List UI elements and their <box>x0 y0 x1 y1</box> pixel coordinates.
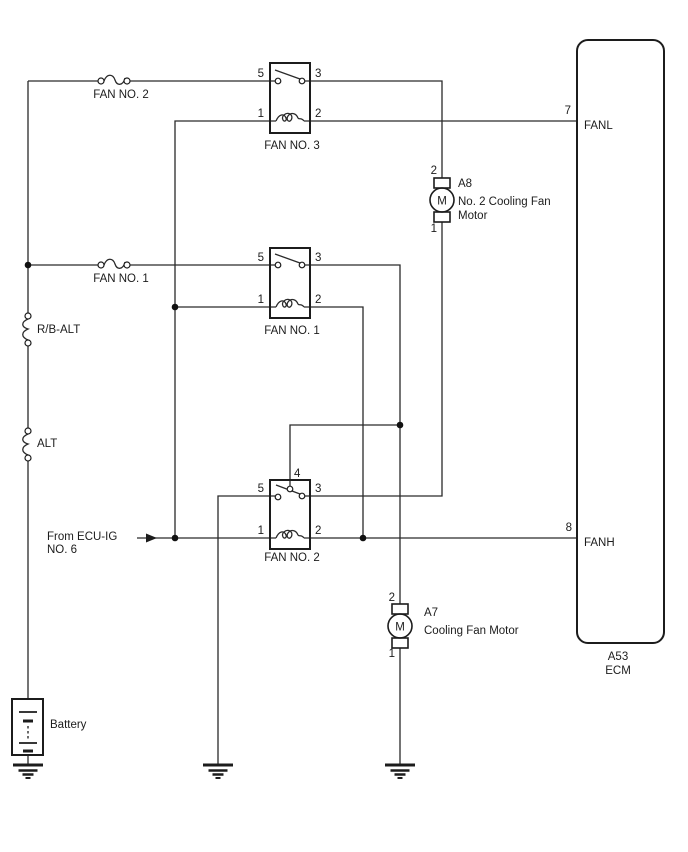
motor-pin-label: 1 <box>431 223 437 235</box>
motor-terminal <box>433 177 451 189</box>
ground-icon <box>203 763 233 779</box>
arrow-right-icon <box>146 533 157 543</box>
motor-a7: M 2 1 A7 Cooling Fan Motor <box>387 592 519 660</box>
wire-relay3-pin1-trunk <box>174 120 276 538</box>
relay-box <box>269 62 311 134</box>
fuse-icon <box>103 74 126 85</box>
motor-a8: M 2 1 A8 No. 2 Cooling Fan Motor <box>429 165 551 235</box>
wire-motor-a8-to-relay2-pin3 <box>305 222 443 497</box>
ground-icon <box>385 763 415 779</box>
fusible-link-label: R/B-ALT <box>37 324 80 336</box>
relay-box <box>269 479 311 550</box>
wires <box>27 80 577 764</box>
junction-dot <box>24 261 32 269</box>
relay-coil-icon <box>275 112 305 122</box>
fuse-label: FAN NO. 1 <box>93 273 149 285</box>
junction-dot <box>396 421 404 429</box>
motor-code: A8 <box>458 178 472 190</box>
relay-pin-label: 2 <box>315 525 321 537</box>
junction-dots <box>24 261 404 542</box>
wire-relay1-pin2-to-fanh <box>304 306 364 538</box>
motor-pin-label: 1 <box>389 648 395 660</box>
relay-pin-label: 5 <box>258 68 264 80</box>
motor-name-line1: No. 2 Cooling Fan <box>458 196 551 208</box>
motor-terminal <box>391 603 409 615</box>
relay-pin-label: 3 <box>315 483 321 495</box>
fuse-fan-no-2: FAN NO. 2 <box>93 74 149 101</box>
ecm-code: A53 <box>608 651 628 663</box>
ecm-a53: 7 FANL 8 FANH A53 ECM <box>565 39 665 677</box>
relay-pin-label: 1 <box>258 108 264 120</box>
relay-fan-no-1: 5 3 1 2 FAN NO. 1 <box>258 247 321 337</box>
motor-symbol: M <box>395 622 405 634</box>
motor-code: A7 <box>424 607 438 619</box>
fusible-link-alt: ALT <box>22 427 57 462</box>
motor-symbol: M <box>437 196 447 208</box>
relay-coil-icon <box>275 529 305 539</box>
junction-dot <box>171 303 179 311</box>
relay-pin-label: 5 <box>258 252 264 264</box>
relay-pin-label: 3 <box>315 68 321 80</box>
ecm-pin-label: FANL <box>584 120 613 132</box>
motor-name-line1: Cooling Fan Motor <box>424 625 519 637</box>
battery: Battery <box>11 698 87 756</box>
motor-pin-label: 2 <box>389 592 395 604</box>
relay-pin-label: 4 <box>294 468 301 480</box>
relay-pin-label: 5 <box>258 483 264 495</box>
ecu-ig-source: From ECU-IG NO. 6 <box>47 531 117 556</box>
wire-junction-to-relay2-pin4 <box>289 424 400 486</box>
relay-switch-arm <box>274 69 301 80</box>
relay-fan-no-2: 4 5 3 1 2 FAN NO. 2 <box>258 468 322 564</box>
motor-terminal <box>433 211 451 223</box>
battery-cells-icon <box>19 711 37 753</box>
relay-box <box>269 247 311 319</box>
fuse-icon <box>103 258 126 269</box>
relay-fan-no-3: 5 3 1 2 FAN NO. 3 <box>258 62 321 152</box>
motor-terminal <box>391 637 409 649</box>
ecm-pin-number: 8 <box>566 522 572 534</box>
source-label-line1: From ECU-IG <box>47 531 117 543</box>
fuse-label: FAN NO. 2 <box>93 89 149 101</box>
fusible-link-label: ALT <box>37 438 57 450</box>
motor-pin-label: 2 <box>431 165 437 177</box>
relay-switch-arm <box>274 253 301 264</box>
relay-name: FAN NO. 2 <box>264 552 320 564</box>
fuse-fan-no-1: FAN NO. 1 <box>93 258 149 285</box>
junction-dot <box>359 534 367 542</box>
motor-icon <box>387 613 413 639</box>
wire-relay2-pin5-to-ground <box>217 495 275 764</box>
battery-box <box>11 698 44 756</box>
relay-coil-icon <box>275 298 305 308</box>
fusible-link-icon <box>22 433 30 456</box>
junction-dot <box>171 534 179 542</box>
motor-name-line2: Motor <box>458 210 488 222</box>
ecm-box <box>576 39 665 644</box>
battery-label: Battery <box>50 719 87 731</box>
motor-icon <box>429 187 455 213</box>
relay-pin-label: 1 <box>258 294 264 306</box>
relay-name: FAN NO. 1 <box>264 325 320 337</box>
relay-pin-label: 2 <box>315 108 321 120</box>
source-label-line2: NO. 6 <box>47 544 77 556</box>
ecm-pin-number: 7 <box>565 105 571 117</box>
relay-name: FAN NO. 3 <box>264 140 320 152</box>
relay-pin-label: 2 <box>315 294 321 306</box>
ground-icon <box>13 763 43 779</box>
wire-relay1-pin3-to-motor-a7 <box>305 264 401 604</box>
wire-relay3-pin3-to-motor-a8 <box>305 80 443 178</box>
ecm-name: ECM <box>605 665 631 677</box>
relay-pin-label: 1 <box>258 525 264 537</box>
fusible-link-icon <box>22 318 30 341</box>
fusible-link-rb-alt: R/B-ALT <box>22 312 80 347</box>
ecm-pin-label: FANH <box>584 537 615 549</box>
relay-pin-label: 3 <box>315 252 321 264</box>
